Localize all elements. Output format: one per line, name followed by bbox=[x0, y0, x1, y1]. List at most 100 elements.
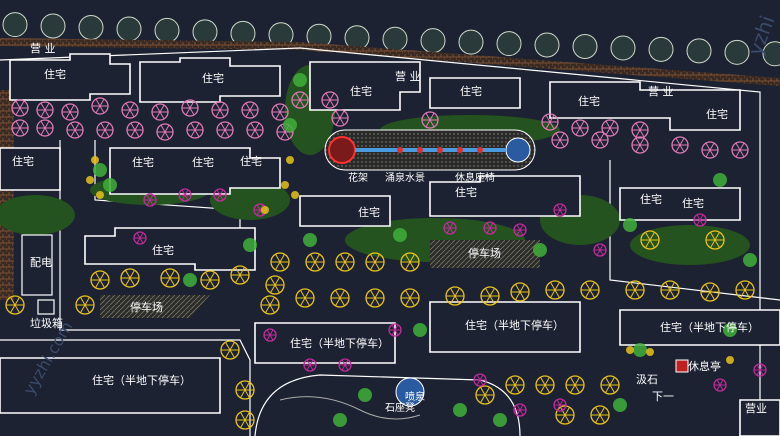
building-outline bbox=[549, 81, 741, 131]
pink-tree-symbol bbox=[331, 109, 349, 127]
label-housing: 住宅 bbox=[706, 107, 728, 121]
yellow-shrub-symbol bbox=[91, 156, 99, 164]
pink-tree-symbol bbox=[591, 131, 609, 149]
yellow-tree-symbol bbox=[590, 405, 610, 425]
magenta-shrub-symbol bbox=[593, 243, 607, 257]
magenta-shrub-symbol bbox=[713, 378, 727, 392]
label-housing-semi-basement: 住宅（半地下停车） bbox=[92, 373, 191, 387]
pink-tree-symbol bbox=[241, 101, 259, 119]
yellow-tree-symbol bbox=[260, 295, 280, 315]
green-tree-symbol bbox=[713, 173, 727, 187]
building-outline bbox=[429, 301, 581, 353]
label-housing: 住宅 bbox=[12, 154, 34, 168]
green-tree-symbol bbox=[303, 233, 317, 247]
yellow-tree-symbol bbox=[335, 252, 355, 272]
magenta-shrub-symbol bbox=[693, 213, 707, 227]
perimeter-tree-symbol bbox=[2, 12, 28, 38]
yellow-tree-symbol bbox=[445, 286, 465, 306]
label-garbage: 垃圾箱 bbox=[30, 316, 63, 330]
magenta-shrub-symbol bbox=[513, 403, 527, 417]
pink-tree-symbol bbox=[11, 99, 29, 117]
building-outline bbox=[429, 175, 581, 217]
pink-tree-symbol bbox=[36, 101, 54, 119]
yellow-shrub-symbol bbox=[646, 348, 654, 356]
pink-tree-symbol bbox=[321, 91, 339, 109]
building-outline bbox=[619, 187, 741, 221]
yellow-tree-symbol bbox=[75, 295, 95, 315]
label-commercial-2: 营 业 bbox=[395, 69, 421, 83]
magenta-shrub-symbol bbox=[553, 203, 567, 217]
yellow-tree-symbol bbox=[365, 288, 385, 308]
yellow-shrub-symbol bbox=[86, 176, 94, 184]
building-outline bbox=[84, 227, 256, 271]
perimeter-tree-symbol bbox=[154, 17, 180, 43]
pink-tree-symbol bbox=[631, 136, 649, 154]
pink-tree-symbol bbox=[61, 103, 79, 121]
yellow-shrub-symbol bbox=[286, 156, 294, 164]
pink-tree-symbol bbox=[701, 141, 719, 159]
yellow-tree-symbol bbox=[705, 230, 725, 250]
yellow-tree-symbol bbox=[400, 288, 420, 308]
garbage-block bbox=[37, 299, 55, 315]
yellow-shrub-symbol bbox=[626, 346, 634, 354]
green-tree-symbol bbox=[533, 243, 547, 257]
pink-tree-symbol bbox=[571, 119, 589, 137]
yellow-tree-symbol bbox=[90, 270, 110, 290]
label-commercial-4: 营业 bbox=[745, 401, 767, 415]
label-rest-seats: 休息座椅 bbox=[455, 171, 495, 184]
pink-tree-symbol bbox=[246, 121, 264, 139]
yellow-tree-symbol bbox=[400, 252, 420, 272]
yellow-tree-symbol bbox=[555, 405, 575, 425]
perimeter-tree-symbol bbox=[534, 32, 560, 58]
yellow-tree-symbol bbox=[365, 252, 385, 272]
building-outline bbox=[739, 399, 780, 436]
green-tree-symbol bbox=[103, 178, 117, 192]
yellow-tree-symbol bbox=[545, 280, 565, 300]
pink-tree-symbol bbox=[36, 119, 54, 137]
label-pavilion: 休息亭 bbox=[688, 359, 721, 373]
yellow-tree-symbol bbox=[600, 375, 620, 395]
green-tree-symbol bbox=[623, 218, 637, 232]
yellow-tree-symbol bbox=[230, 265, 250, 285]
pink-tree-symbol bbox=[156, 123, 174, 141]
magenta-shrub-symbol bbox=[553, 398, 567, 412]
pink-tree-symbol bbox=[216, 121, 234, 139]
building-outline bbox=[619, 309, 780, 346]
label-stone-seat: 石座凳 bbox=[385, 401, 415, 414]
magenta-shrub-symbol bbox=[513, 223, 527, 237]
label-housing: 住宅 bbox=[192, 155, 214, 169]
pink-tree-symbol bbox=[96, 121, 114, 139]
green-tree-symbol bbox=[293, 73, 307, 87]
label-stepping-stone: 汲石 bbox=[636, 373, 658, 386]
yellow-tree-symbol bbox=[565, 375, 585, 395]
green-tree-symbol bbox=[183, 273, 197, 287]
label-commercial-3: 营 业 bbox=[648, 84, 674, 98]
pink-tree-symbol bbox=[186, 121, 204, 139]
pink-tree-symbol bbox=[541, 113, 559, 131]
perimeter-tree-symbol bbox=[648, 36, 674, 62]
yellow-tree-symbol bbox=[510, 282, 530, 302]
pink-tree-symbol bbox=[551, 131, 569, 149]
green-tree-symbol bbox=[453, 403, 467, 417]
magenta-shrub-symbol bbox=[473, 373, 487, 387]
green-tree-symbol bbox=[723, 323, 737, 337]
yellow-tree-symbol bbox=[235, 380, 255, 400]
green-tree-symbol bbox=[93, 163, 107, 177]
yellow-tree-symbol bbox=[120, 268, 140, 288]
yellow-tree-symbol bbox=[5, 295, 25, 315]
yellow-tree-symbol bbox=[220, 340, 240, 360]
magenta-shrub-symbol bbox=[303, 358, 317, 372]
perimeter-tree-symbol bbox=[496, 31, 522, 57]
building-outline bbox=[0, 147, 61, 191]
green-tree-symbol bbox=[493, 413, 507, 427]
label-housing: 住宅 bbox=[44, 67, 66, 81]
yellow-shrub-symbol bbox=[261, 206, 269, 214]
pink-tree-symbol bbox=[11, 119, 29, 137]
building-outline bbox=[0, 357, 221, 414]
label-parking-2: 停车场 bbox=[130, 300, 163, 314]
green-tree-symbol bbox=[283, 118, 297, 132]
parking-lot-left bbox=[100, 295, 210, 318]
label-pergola: 花架 bbox=[348, 171, 368, 184]
label-substation: 配电 bbox=[30, 256, 52, 269]
